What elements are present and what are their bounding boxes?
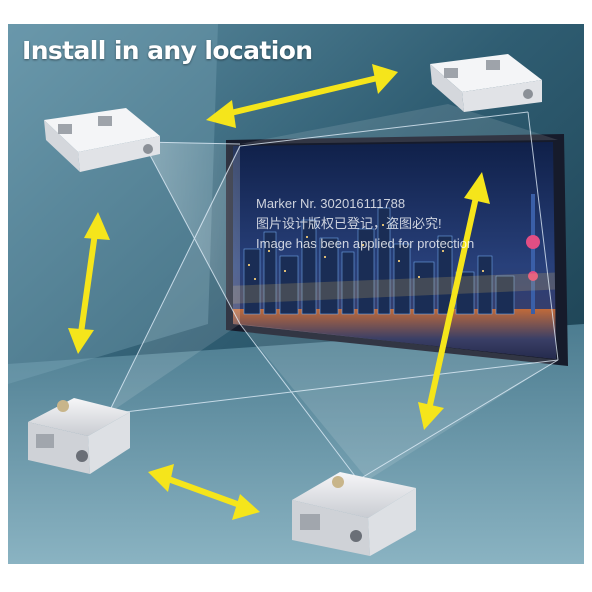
- floor-projector-right: [292, 472, 416, 556]
- watermark-line-3: Image has been applied for protection: [256, 236, 475, 251]
- floor: [8, 324, 584, 564]
- watermark-line-1: Marker Nr. 302016111788: [256, 196, 406, 211]
- projection-screen: [226, 134, 568, 366]
- ceiling-projector-left: [44, 108, 160, 172]
- arrow-top-horizontal: [206, 64, 398, 128]
- headline: Install in any location: [22, 36, 313, 65]
- side-wall-light: [8, 24, 218, 384]
- light-beams: [107, 104, 559, 481]
- floor-projector-left: [28, 398, 130, 474]
- watermark-line-2: 图片设计版权已登记，盗图必究!: [256, 216, 442, 231]
- arrow-right-vertical: [418, 172, 490, 430]
- city-skyline-image: [233, 142, 556, 359]
- room-illustration: [8, 24, 584, 564]
- tv-tower: [526, 194, 540, 314]
- arrow-bottom-horizontal: [148, 464, 260, 520]
- ceiling-projector-right: [430, 54, 542, 112]
- arrow-left-vertical: [68, 212, 110, 354]
- installation-scene: Install in any location Marker Nr. 30201…: [8, 24, 584, 564]
- watermark-text: Marker Nr. 302016111788 图片设计版权已登记，盗图必究! …: [256, 194, 474, 254]
